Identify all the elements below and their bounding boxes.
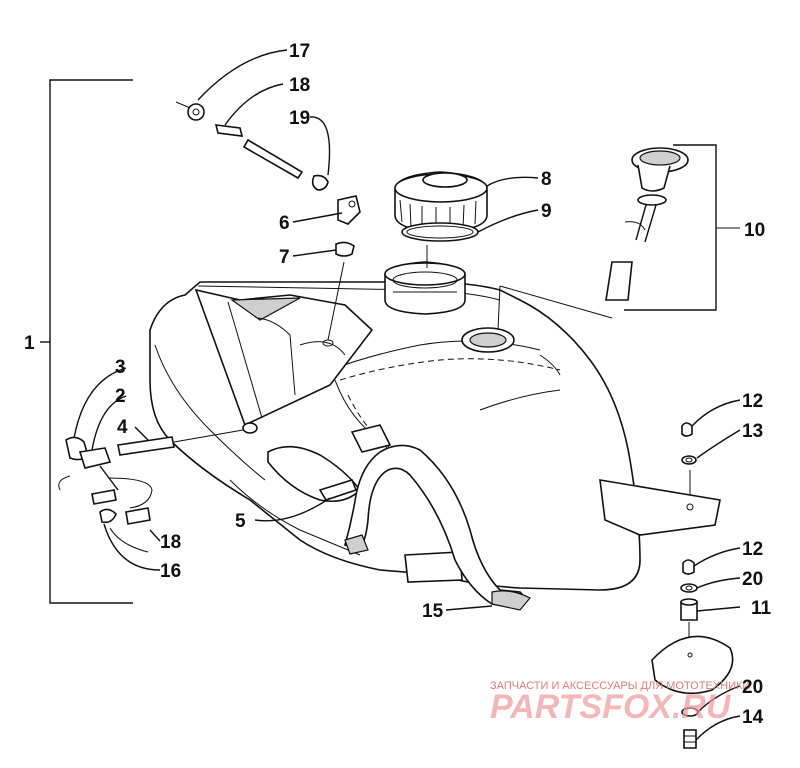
callout-15: 15 <box>422 601 444 622</box>
fuel-gauge-sender <box>497 144 740 331</box>
callout-4: 4 <box>117 417 128 438</box>
watermark-tagline: ЗАПЧАСТИ И АКСЕССУАРЫ ДЛЯ МОТОТЕХНИКИ <box>490 680 750 692</box>
callout-17: 17 <box>289 41 310 62</box>
fuel-tank-body <box>149 281 721 591</box>
watermark-logo: PARTSFOX.RU <box>490 688 732 726</box>
callout-20-bottom: 20 <box>742 677 763 698</box>
vent-hose-assembly <box>175 101 361 341</box>
callout-6: 6 <box>279 213 290 234</box>
callout-3: 3 <box>115 357 126 378</box>
callout-19: 19 <box>289 108 310 129</box>
leader-lines <box>73 49 741 741</box>
cap-gasket <box>401 222 479 242</box>
callout-9: 9 <box>541 201 552 222</box>
callout-12-top: 12 <box>742 391 763 412</box>
drain-tube <box>343 444 531 611</box>
petcock-assembly <box>58 429 244 553</box>
sensor-five <box>318 479 358 501</box>
filler-neck <box>384 261 466 315</box>
callout-labels: 17 18 19 6 7 8 9 10 1 3 2 4 5 18 16 15 1… <box>24 41 772 728</box>
assembly-bracket <box>40 79 133 604</box>
gauge-plate <box>461 327 515 353</box>
callout-16: 16 <box>160 561 181 582</box>
callout-2: 2 <box>115 386 126 407</box>
callout-8: 8 <box>541 169 552 190</box>
callout-18-top: 18 <box>289 75 310 96</box>
callout-10: 10 <box>744 220 765 241</box>
callout-7: 7 <box>279 247 290 268</box>
fuel-cap <box>394 171 488 233</box>
callout-12-bottom: 12 <box>742 539 763 560</box>
callout-13: 13 <box>742 421 763 442</box>
watermark: ЗАПЧАСТИ И АКСЕССУАРЫ ДЛЯ МОТОТЕХНИКИ PA… <box>490 680 750 726</box>
callout-1: 1 <box>24 333 35 354</box>
mount-hardware <box>651 422 734 749</box>
callout-14: 14 <box>742 707 764 728</box>
callout-20-top: 20 <box>742 569 763 590</box>
callout-5: 5 <box>235 511 246 532</box>
callout-11: 11 <box>751 598 772 619</box>
callout-18-bottom: 18 <box>160 532 181 553</box>
